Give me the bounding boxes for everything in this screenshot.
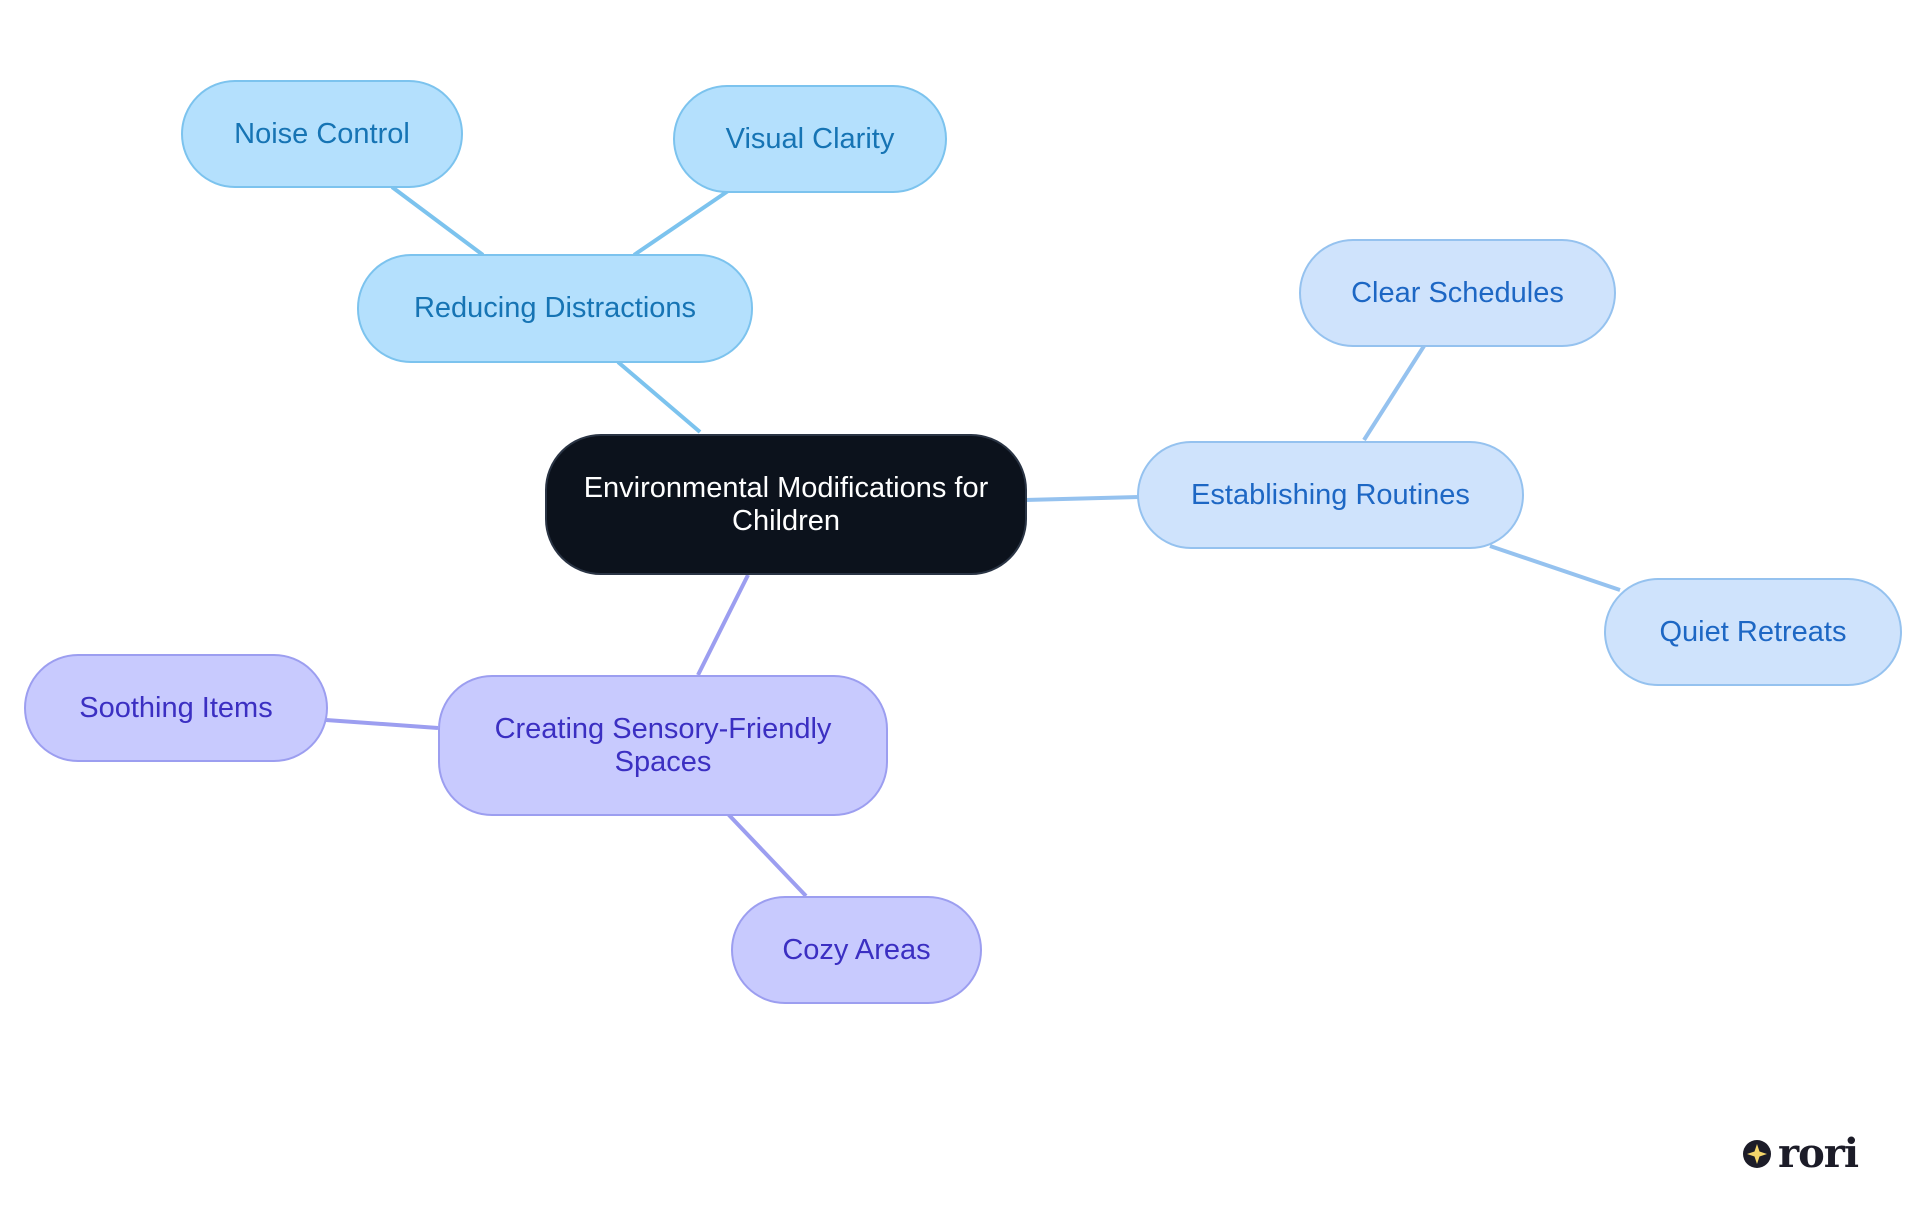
leaf-node-quiet-retreats[interactable]: Quiet Retreats bbox=[1604, 578, 1902, 686]
branch-node-sensory-friendly-spaces[interactable]: Creating Sensory-Friendly Spaces bbox=[438, 675, 888, 816]
root-node-label: Environmental Modifications for Children bbox=[583, 472, 989, 537]
rori-logo: rori bbox=[1742, 1130, 1859, 1177]
leaf-node-label: Cozy Areas bbox=[782, 933, 931, 966]
leaf-node-clear-schedules[interactable]: Clear Schedules bbox=[1299, 239, 1616, 347]
leaf-node-noise-control[interactable]: Noise Control bbox=[181, 80, 463, 188]
branch-node-label: Creating Sensory-Friendly Spaces bbox=[494, 713, 832, 778]
leaf-node-soothing-items[interactable]: Soothing Items bbox=[24, 654, 328, 762]
edge-root-reducing-distractions bbox=[616, 360, 702, 434]
edge-root-sensory-spaces bbox=[696, 574, 750, 676]
branch-node-establishing-routines[interactable]: Establishing Routines bbox=[1137, 441, 1524, 549]
leaf-node-label: Quiet Retreats bbox=[1659, 615, 1847, 648]
leaf-node-visual-clarity[interactable]: Visual Clarity bbox=[673, 85, 947, 193]
edge-root-establishing-routines bbox=[1024, 495, 1140, 502]
sparkle-star-icon bbox=[1743, 1139, 1771, 1168]
leaf-node-label: Noise Control bbox=[234, 117, 410, 150]
edge-establishing-routines-clear-schedules bbox=[1362, 344, 1426, 442]
edge-reducing-distractions-noise-control bbox=[390, 185, 485, 257]
edge-reducing-distractions-visual-clarity bbox=[632, 189, 730, 257]
branch-node-reducing-distractions[interactable]: Reducing Distractions bbox=[357, 254, 753, 363]
edge-sensory-spaces-cozy-areas bbox=[726, 812, 808, 898]
leaf-node-cozy-areas[interactable]: Cozy Areas bbox=[731, 896, 982, 1004]
branch-node-label: Reducing Distractions bbox=[413, 292, 697, 325]
edge-sensory-spaces-soothing-items bbox=[325, 718, 439, 730]
leaf-node-label: Soothing Items bbox=[79, 691, 273, 724]
branch-node-label: Establishing Routines bbox=[1191, 478, 1470, 511]
leaf-node-label: Clear Schedules bbox=[1351, 276, 1564, 309]
logo-text: rori bbox=[1778, 1130, 1859, 1177]
leaf-node-label: Visual Clarity bbox=[725, 122, 895, 155]
root-node[interactable]: Environmental Modifications for Children bbox=[545, 434, 1027, 575]
edge-establishing-routines-quiet-retreats bbox=[1489, 544, 1621, 592]
